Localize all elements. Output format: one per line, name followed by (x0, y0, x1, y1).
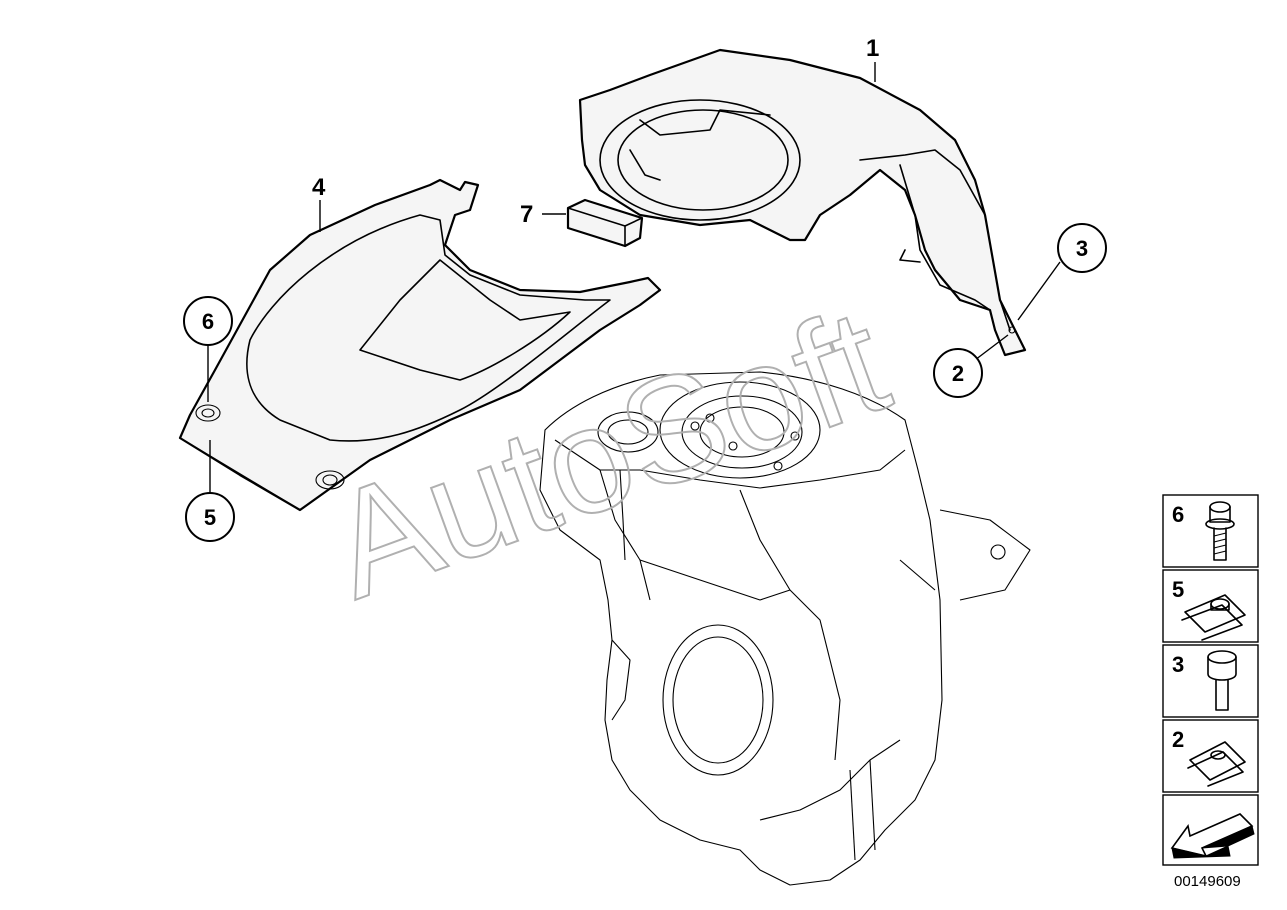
legend-number: 2 (1172, 727, 1184, 752)
clip-nut-icon (1187, 741, 1246, 787)
legend-item-2: 2 (1162, 719, 1259, 793)
rubber-buffer-icon (1207, 650, 1237, 711)
callout-1-label: 1 (866, 35, 879, 62)
callout-7-label: 7 (520, 201, 533, 228)
legend-number: 3 (1172, 652, 1184, 677)
legend: 6 5 3 (1162, 494, 1259, 866)
callout-6-label: 6 (202, 309, 214, 334)
callout-4: 4 (312, 174, 326, 232)
bolt-icon (1205, 501, 1235, 561)
legend-number: 5 (1172, 577, 1184, 602)
callout-5-label: 5 (204, 505, 216, 530)
legend-item-3: 3 (1162, 644, 1259, 718)
callout-5: 5 (185, 440, 235, 542)
callout-1: 1 (866, 35, 879, 82)
part-1-upper-cover (578, 48, 1027, 357)
part-4-trim-panel (178, 178, 662, 512)
legend-number: 6 (1172, 502, 1184, 527)
callout-7: 7 (520, 201, 566, 228)
arrow-icon (1170, 813, 1255, 859)
fuel-tank (539, 371, 1031, 886)
legend-item-5: 5 (1162, 569, 1259, 643)
callout-3: 3 (1017, 223, 1107, 321)
callout-6: 6 (183, 296, 233, 402)
legend-item-6: 6 (1162, 494, 1259, 568)
part-7-pad (566, 198, 644, 248)
legend-item-arrow (1162, 794, 1259, 866)
callout-2: 2 (933, 334, 1009, 398)
clip-nut-icon (1181, 594, 1246, 641)
callout-3-label: 3 (1076, 236, 1088, 261)
diagram-id: 00149609 (1174, 873, 1241, 890)
callout-2-label: 2 (952, 361, 964, 386)
callout-4-label: 4 (312, 174, 326, 201)
